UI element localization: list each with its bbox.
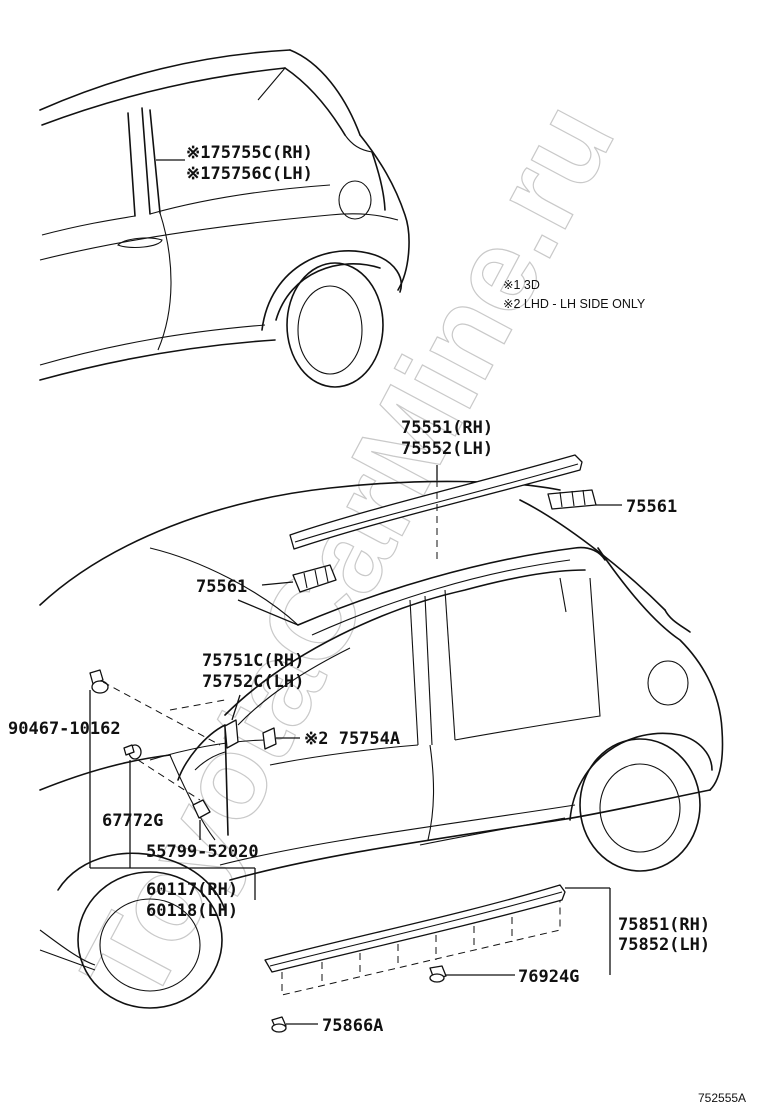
note-3d: ※1 3D xyxy=(503,278,540,292)
label-75752c: 75752C(LH) xyxy=(202,672,304,692)
note-lhd: ※2 LHD - LH SIDE ONLY xyxy=(503,297,646,311)
label-75561-right: 75561 xyxy=(626,497,677,517)
footnotes: ※1 3D ※2 LHD - LH SIDE ONLY xyxy=(503,278,646,311)
label-60117: 60117(RH) xyxy=(146,880,238,900)
label-60118: 60118(LH) xyxy=(146,901,238,921)
roof-drip-molding xyxy=(289,454,583,550)
pillar-garnish xyxy=(224,719,239,749)
label-75866a: 75866A xyxy=(322,1016,383,1036)
label-75851: 75851(RH) xyxy=(618,915,710,935)
top-car-rear-quarter xyxy=(39,49,410,388)
rocker-molding xyxy=(264,884,566,996)
label-67772g: 67772G xyxy=(102,811,163,831)
leader-lines xyxy=(89,159,622,1025)
molding-clip-left xyxy=(292,564,337,593)
label-76924g: 76924G xyxy=(518,967,579,987)
label-75852: 75852(LH) xyxy=(618,935,710,955)
label-75552: 75552(LH) xyxy=(401,439,493,459)
screw-clip xyxy=(89,669,142,760)
bracket xyxy=(192,799,211,819)
molding-clip-right xyxy=(547,489,597,510)
diagram-code: 752555A xyxy=(698,1091,746,1105)
watermark-text: ToyotaCarMine.ru xyxy=(56,82,639,1022)
emblem xyxy=(262,727,277,750)
label-75754a: ※2 75754A xyxy=(304,729,400,749)
label-75756c: ※175756C(LH) xyxy=(186,164,313,184)
label-75551: 75551(RH) xyxy=(401,418,493,438)
label-90467-10162: 90467-10162 xyxy=(8,719,121,739)
label-75755c: ※175755C(RH) xyxy=(186,143,313,163)
main-car-body xyxy=(39,480,724,1009)
nut-75866a xyxy=(271,1016,287,1033)
watermark: ToyotaCarMine.ru xyxy=(56,82,641,1023)
part-labels: ※175755C(RH) ※175756C(LH) 75551(RH) 7555… xyxy=(8,143,710,1036)
label-75751c: 75751C(RH) xyxy=(202,651,304,671)
nut-76924g xyxy=(429,965,447,983)
label-75561-left: 75561 xyxy=(196,577,247,597)
label-55799-52020: 55799-52020 xyxy=(146,842,259,862)
